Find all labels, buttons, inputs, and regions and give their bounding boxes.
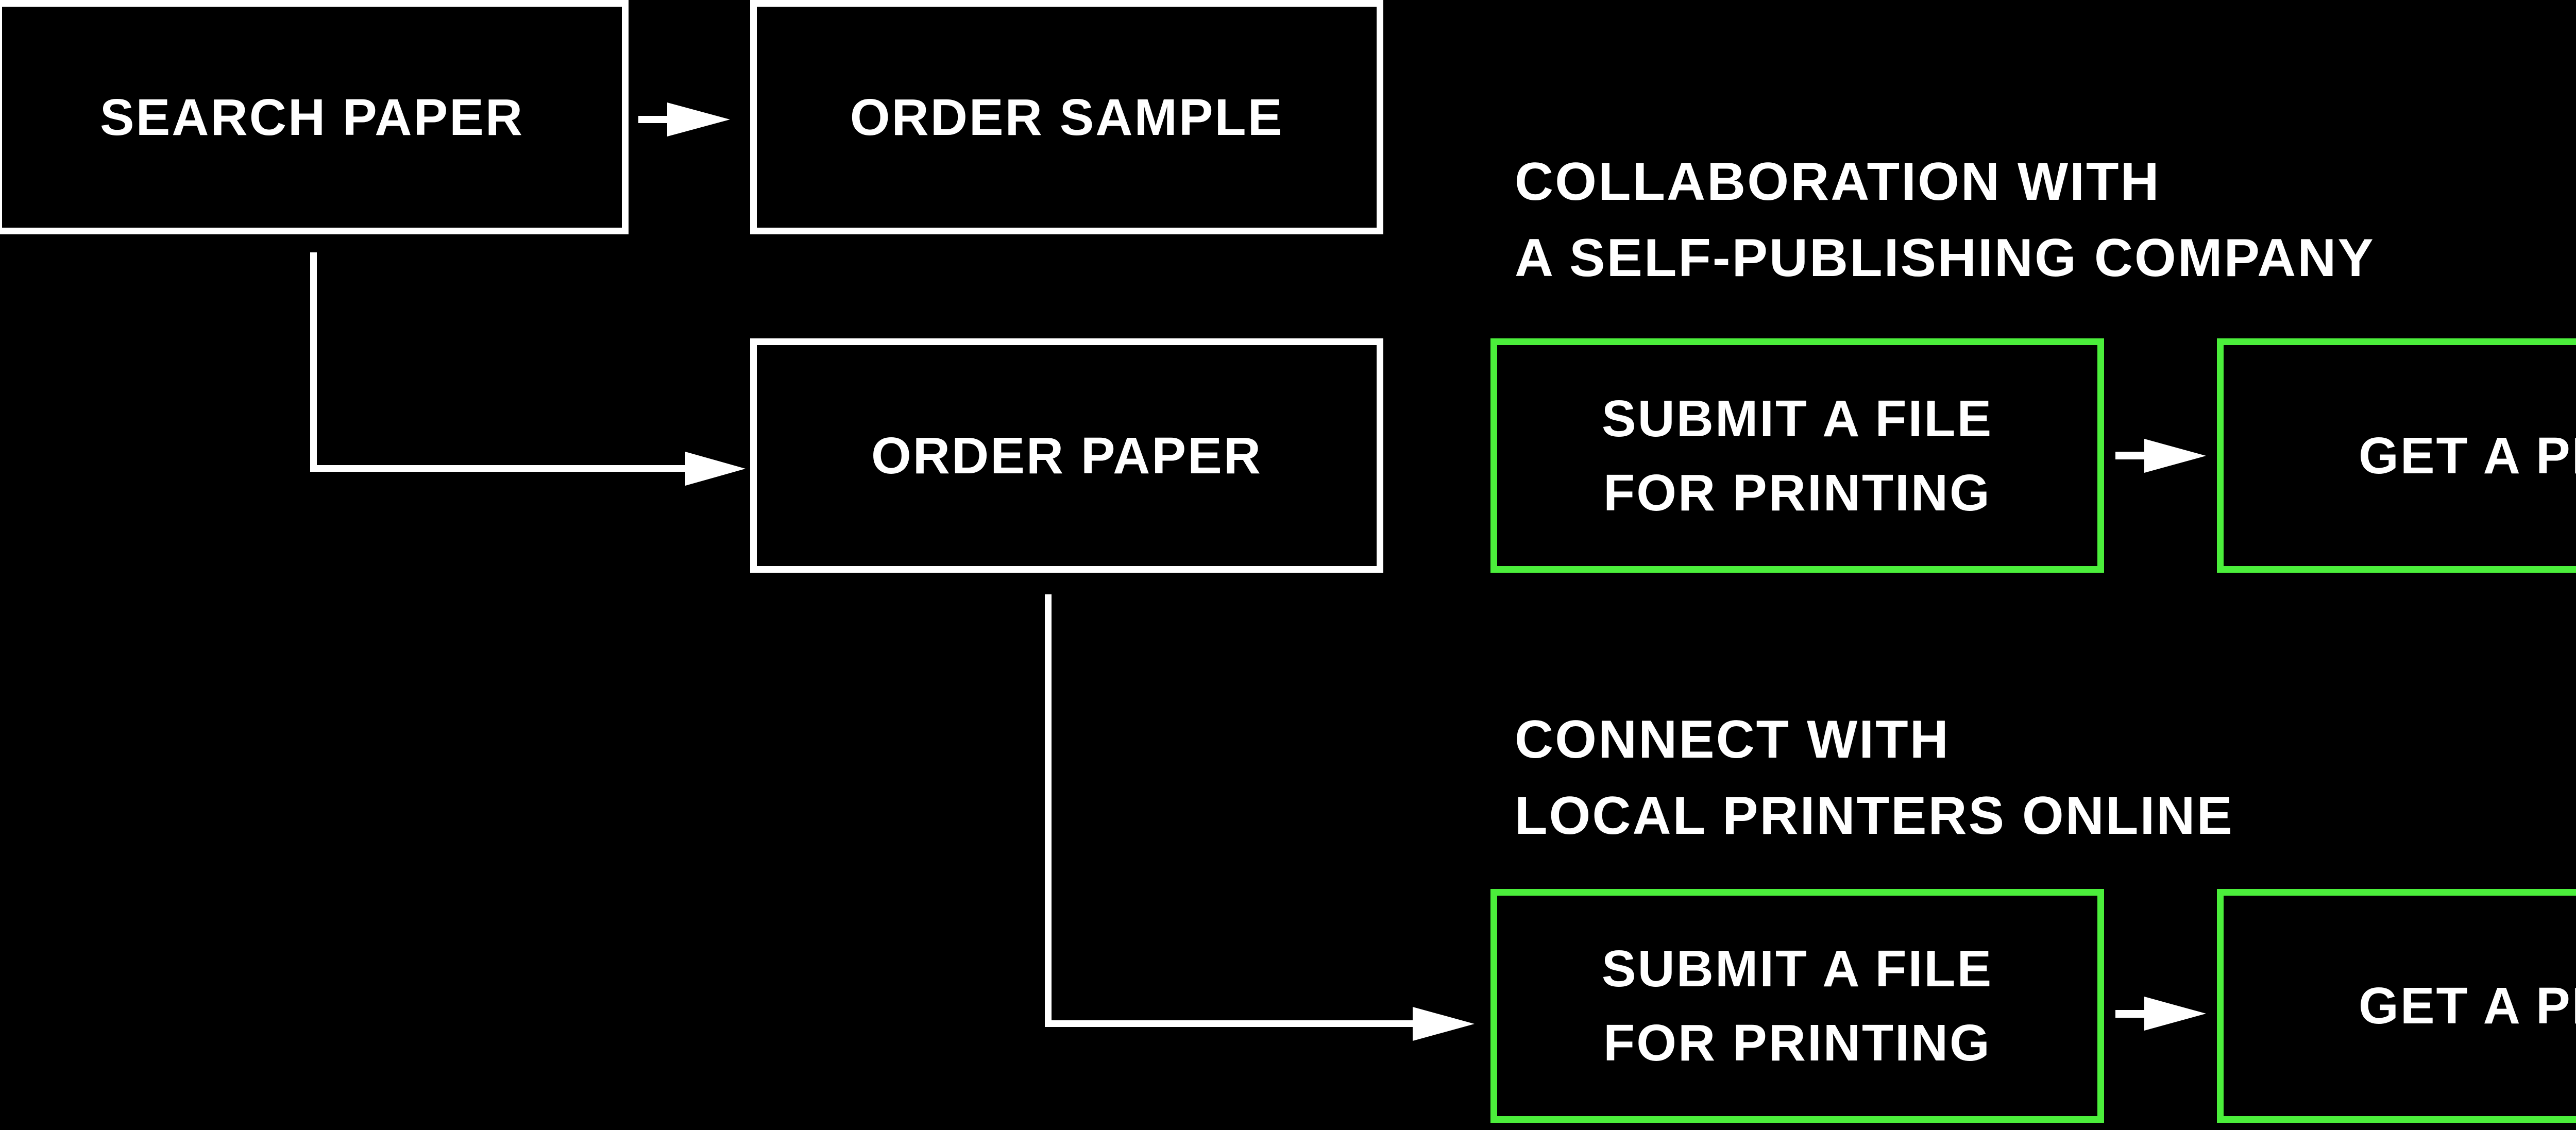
flow-node-label: ORDER PAPER [871,426,1263,485]
flow-node-label: SUBMIT A FILE FOR PRINTING [1602,932,1993,1080]
arrow-right-icon [1413,1007,1475,1041]
flow-node-label: ORDER SAMPLE [850,88,1284,146]
arrow-right-icon [2144,997,2206,1031]
flow-node-search-paper: SEARCH PAPER [0,0,629,234]
heading-line: COLLABORATION WITH [1515,152,2161,212]
heading-local-printers: CONNECT WITH LOCAL PRINTERS ONLINE [1515,701,2234,854]
arrow-shaft [638,116,668,123]
arrow-right-icon [667,102,730,136]
label-line: SUBMIT A FILE [1601,389,1993,448]
label-line: FOR PRINTING [1603,464,1991,522]
flow-node-label: GET A PRINT [2359,977,2576,1035]
arrow-right-icon [2144,439,2206,473]
flow-node-get-print-local: GET A PRINT [2217,889,2576,1123]
heading-line: LOCAL PRINTERS ONLINE [1515,786,2234,846]
flow-node-label: SEARCH PAPER [99,88,524,146]
arrow-shaft [2115,452,2145,459]
elbow-connector-vertical [1045,594,1052,1027]
flow-node-submit-file-local: SUBMIT A FILE FOR PRINTING [1490,889,2104,1123]
flow-node-get-print-company: GET A PRINT [2217,338,2576,573]
flow-node-submit-file-company: SUBMIT A FILE FOR PRINTING [1490,338,2104,573]
heading-self-publishing-company: COLLABORATION WITH A SELF-PUBLISHING COM… [1515,144,2375,296]
elbow-connector-horizontal [1045,1020,1413,1027]
arrow-shaft [2115,1010,2145,1018]
arrow-right-icon [685,452,745,486]
flow-node-order-sample: ORDER SAMPLE [750,0,1383,234]
label-line: SUBMIT A FILE [1601,940,1993,998]
elbow-connector-vertical [310,252,317,472]
flow-node-order-paper: ORDER PAPER [750,338,1383,573]
label-line: FOR PRINTING [1603,1014,1991,1072]
flow-node-label: SUBMIT A FILE FOR PRINTING [1602,382,1993,530]
heading-line: CONNECT WITH [1515,710,1950,769]
elbow-connector-horizontal [310,465,685,472]
flow-node-label: GET A PRINT [2359,426,2576,485]
heading-line: A SELF-PUBLISHING COMPANY [1515,228,2375,288]
